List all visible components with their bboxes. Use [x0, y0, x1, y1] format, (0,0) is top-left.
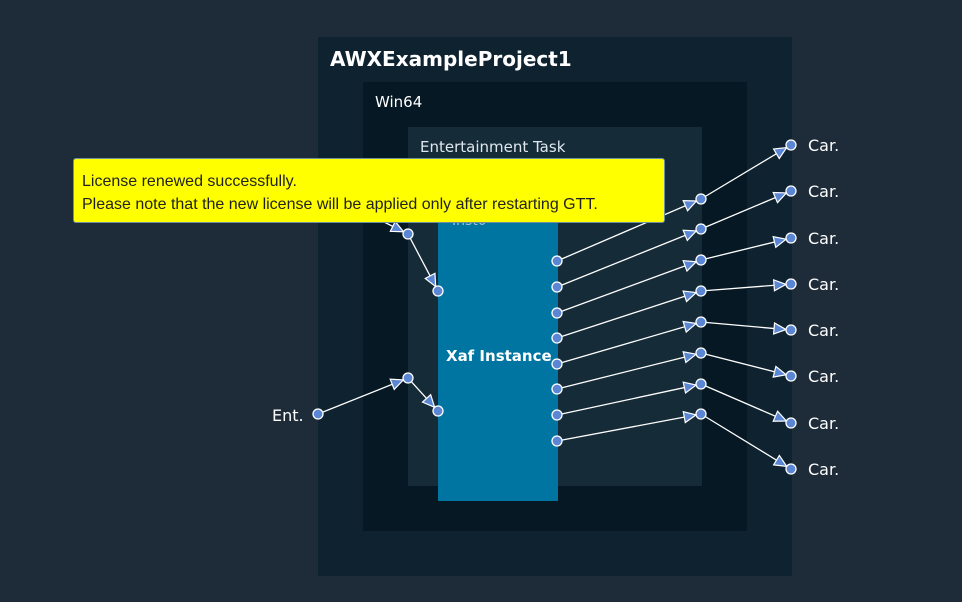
instance-output-port[interactable]	[551, 409, 563, 421]
arrowhead	[682, 320, 698, 334]
connection-line[interactable]	[700, 238, 787, 261]
arrowhead	[772, 191, 788, 204]
connection-line[interactable]	[700, 321, 787, 331]
output-port[interactable]	[785, 185, 797, 197]
arrowhead	[772, 278, 788, 292]
output-port[interactable]	[785, 370, 797, 382]
connection-line[interactable]	[700, 352, 787, 376]
arrowhead	[772, 322, 788, 335]
connection-line[interactable]	[556, 261, 697, 314]
arrowhead	[421, 393, 436, 409]
input-port[interactable]	[312, 408, 324, 420]
instance-output-port[interactable]	[551, 255, 563, 267]
connection-line[interactable]	[700, 192, 787, 230]
instance-output-port[interactable]	[551, 307, 563, 319]
output-port[interactable]	[785, 232, 797, 244]
arrowhead	[682, 351, 698, 364]
instance-output-port[interactable]	[551, 281, 563, 293]
arrowhead	[772, 235, 788, 249]
output-port-label: Car.	[808, 460, 840, 479]
connection-line[interactable]	[556, 353, 697, 390]
relay-port[interactable]	[402, 372, 414, 384]
connection-line[interactable]	[556, 230, 697, 288]
relay-port[interactable]	[695, 316, 707, 328]
instance-block[interactable]	[438, 173, 558, 501]
input-port-label: Ent.	[272, 406, 304, 425]
relay-port[interactable]	[695, 193, 707, 205]
connection-line[interactable]	[700, 383, 787, 422]
output-port[interactable]	[785, 324, 797, 336]
relay-port[interactable]	[695, 378, 707, 390]
connection-line[interactable]	[556, 414, 697, 442]
arrowhead	[682, 229, 698, 242]
instance-output-port[interactable]	[551, 332, 563, 344]
arrowhead	[424, 272, 437, 288]
connection-line[interactable]	[317, 379, 404, 415]
relay-port[interactable]	[695, 408, 707, 420]
relay-port[interactable]	[695, 285, 707, 297]
project-title: AWXExampleProject1	[330, 47, 572, 71]
arrowhead	[772, 454, 788, 468]
arrowhead	[682, 200, 698, 212]
instance-output-port[interactable]	[551, 383, 563, 395]
arrowhead	[772, 410, 788, 422]
arrowhead	[682, 260, 698, 273]
instance-title: Xaf Instance	[446, 347, 552, 365]
instance-output-port[interactable]	[551, 358, 563, 370]
relay-port[interactable]	[402, 228, 414, 240]
relay-port[interactable]	[695, 223, 707, 235]
tooltip-line-2: Please note that the new license will be…	[82, 196, 598, 213]
connection-line[interactable]	[556, 291, 697, 339]
output-port[interactable]	[785, 463, 797, 475]
instance-output-port[interactable]	[551, 435, 563, 447]
output-port-label: Car.	[808, 321, 840, 340]
connection-line[interactable]	[556, 322, 697, 365]
connection-line[interactable]	[700, 283, 787, 292]
connection-line[interactable]	[556, 384, 697, 416]
relay-port[interactable]	[695, 254, 707, 266]
arrowhead	[682, 410, 698, 424]
connection-line[interactable]	[556, 200, 697, 262]
output-port-label: Car.	[808, 367, 840, 386]
tooltip-line-1: License renewed successfully.	[82, 173, 297, 190]
platform-title: Win64	[375, 93, 423, 111]
arrowhead	[772, 365, 788, 378]
task-title: Entertainment Task	[420, 138, 566, 156]
connection-line[interactable]	[700, 147, 788, 200]
output-port[interactable]	[785, 417, 797, 429]
output-port[interactable]	[785, 278, 797, 290]
output-port[interactable]	[785, 139, 797, 151]
output-port-label: Car.	[808, 275, 840, 294]
arrowhead	[682, 381, 698, 394]
connection-line[interactable]	[700, 413, 788, 467]
arrowhead	[389, 378, 405, 391]
output-port-label: Car.	[808, 136, 840, 155]
arrowhead	[389, 220, 405, 233]
arrowhead	[772, 146, 788, 160]
output-port-label: Car.	[808, 414, 840, 433]
instance-input-port[interactable]	[432, 405, 444, 417]
relay-port[interactable]	[695, 347, 707, 359]
output-port-label: Car.	[808, 182, 840, 201]
instance-input-port[interactable]	[432, 285, 444, 297]
output-port-label: Car.	[808, 229, 840, 248]
arrowhead	[682, 290, 698, 303]
license-tooltip: License renewed successfully. Please not…	[73, 158, 665, 223]
